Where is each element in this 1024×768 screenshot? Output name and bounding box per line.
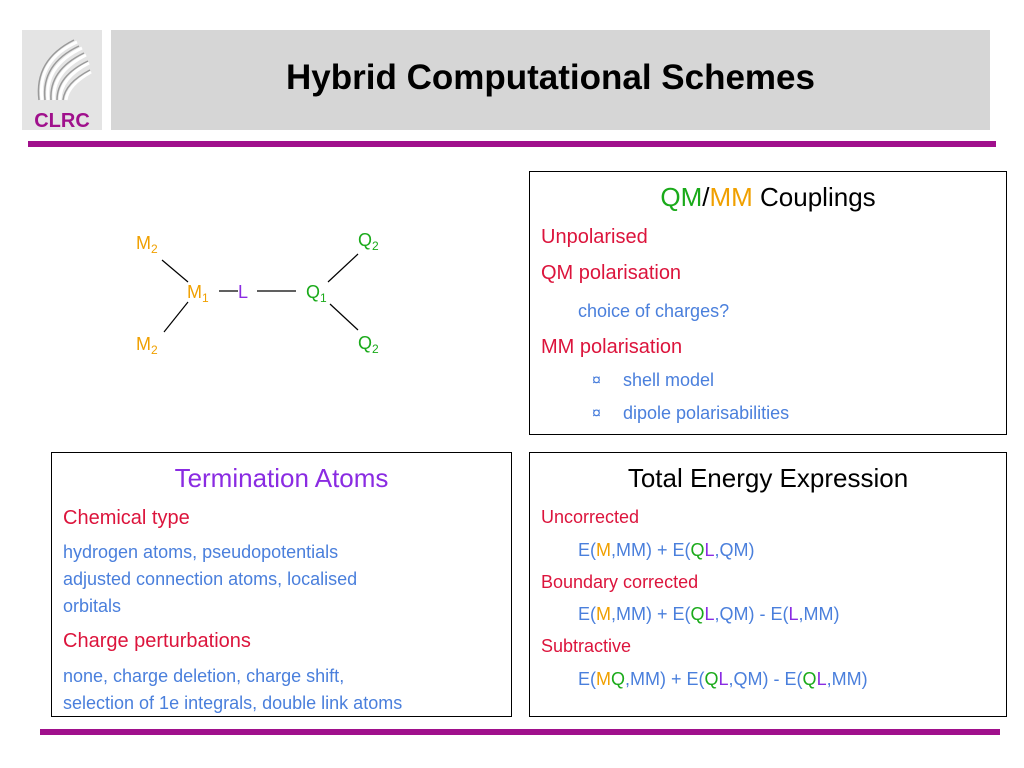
energy-heading: Total Energy Expression [627, 463, 909, 493]
uncorrected-label: Uncorrected [541, 507, 640, 527]
charge-perturbations-line2: selection of 1e integrals, double link a… [63, 693, 403, 713]
qm-polarisation-label: QM polarisation [541, 262, 682, 284]
page-title: Hybrid Computational Schemes [286, 58, 815, 97]
bond-m2-top-m1 [161, 259, 189, 283]
dipole-polarisabilities-text: dipole polarisabilities [623, 403, 790, 423]
top-divider [28, 141, 996, 147]
atom-m2-bottom: M2 [136, 334, 158, 357]
subtractive-formula: E(MQ,MM) + E(QL,QM) - E(QL,MM) [578, 669, 868, 689]
chemical-type-line1: hydrogen atoms, pseudopotentials [63, 542, 339, 562]
shell-model-text: shell model [623, 370, 715, 390]
bond-q1-q2-bottom [329, 303, 359, 331]
boundary-corrected-label: Boundary corrected [541, 572, 699, 592]
couplings-heading: QM/MM Couplings [660, 182, 876, 212]
energy-box: Total Energy Expression Uncorrected E(M,… [529, 452, 1007, 717]
uncorrected-formula: E(M,MM) + E(QL,QM) [578, 540, 755, 560]
atom-q1: Q1 [306, 282, 327, 305]
subtractive-label: Subtractive [541, 636, 632, 656]
qm-mm-diagram: M2 M1 M2 L Q1 Q2 Q2 [120, 222, 420, 362]
bond-q1-q2-top [327, 253, 359, 283]
atom-m1: M1 [187, 282, 209, 305]
choice-of-charges-text: choice of charges? [578, 301, 730, 321]
title-bar [111, 30, 990, 130]
boundary-corrected-formula: E(M,MM) + E(QL,QM) - E(L,MM) [578, 604, 840, 624]
chemical-type-line2: adjusted connection atoms, localised [63, 569, 358, 589]
atom-m2-top: M2 [136, 233, 158, 256]
termination-heading: Termination Atoms [174, 463, 389, 493]
termination-box: Termination Atoms Chemical type hydrogen… [51, 452, 512, 717]
bullet-icon: ¤ [592, 372, 601, 389]
charge-perturbations-label: Charge perturbations [63, 630, 251, 652]
mm-polarisation-label: MM polarisation [541, 336, 683, 358]
logo-text: CLRC [34, 110, 90, 130]
atom-l: L [238, 282, 248, 302]
bond-m1-m2-bottom [163, 301, 189, 333]
clrc-logo: CLRC [22, 30, 102, 132]
atom-q2-top: Q2 [358, 230, 379, 253]
chemical-type-line3: orbitals [63, 596, 122, 616]
chemical-type-label: Chemical type [63, 507, 190, 529]
charge-perturbations-line1: none, charge deletion, charge shift, [63, 666, 345, 686]
atom-q2-bottom: Q2 [358, 333, 379, 356]
couplings-box: QM/MM Couplings Unpolarised QM polarisat… [529, 171, 1007, 435]
unpolarised-label: Unpolarised [541, 226, 648, 248]
bottom-divider [40, 729, 1000, 735]
bullet-icon: ¤ [592, 405, 601, 422]
